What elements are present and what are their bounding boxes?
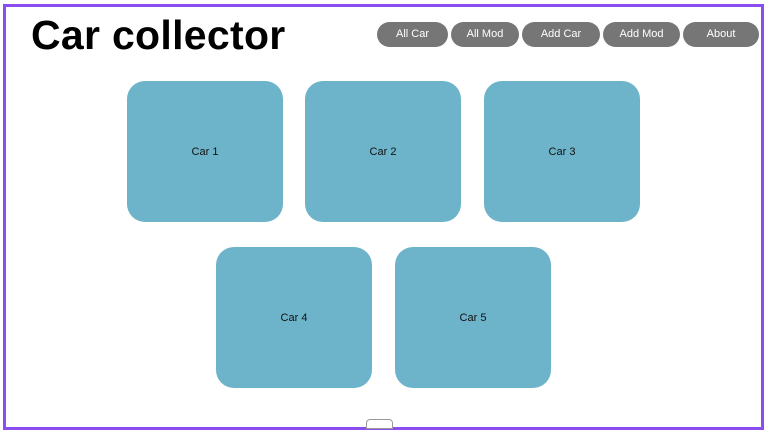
nav-bar: All Car All Mod Add Car Add Mod About	[377, 22, 759, 47]
nav-button-all-mod[interactable]: All Mod	[451, 22, 519, 47]
car-card-label: Car 5	[459, 311, 487, 324]
car-card-label: Car 2	[369, 145, 397, 158]
car-card-label: Car 1	[191, 145, 219, 158]
car-card-1[interactable]: Car 1	[127, 81, 283, 222]
car-card-2[interactable]: Car 2	[305, 81, 461, 222]
nav-button-all-car[interactable]: All Car	[377, 22, 448, 47]
nav-button-about[interactable]: About	[683, 22, 759, 47]
car-card-label: Car 3	[548, 145, 576, 158]
page-title: Car collector	[31, 12, 286, 58]
car-card-label: Car 4	[280, 311, 308, 324]
resize-handle[interactable]	[366, 419, 393, 429]
page-frame: Car collector All Car All Mod Add Car Ad…	[3, 4, 764, 430]
nav-button-add-car[interactable]: Add Car	[522, 22, 600, 47]
car-card-4[interactable]: Car 4	[216, 247, 372, 388]
car-card-3[interactable]: Car 3	[484, 81, 640, 222]
car-card-5[interactable]: Car 5	[395, 247, 551, 388]
nav-button-add-mod[interactable]: Add Mod	[603, 22, 680, 47]
